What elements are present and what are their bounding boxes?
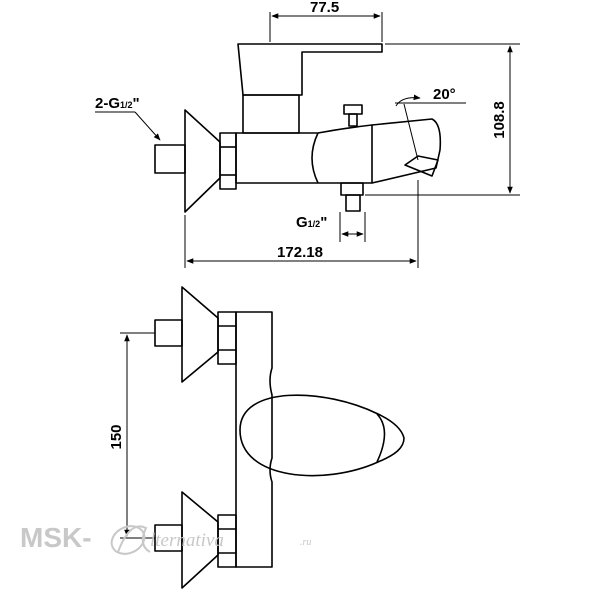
inlet-thread-label: 2-G1/2" (95, 95, 140, 112)
outlet-thread-label: G1/2" (296, 214, 327, 231)
lever-handle (237, 43, 383, 96)
watermark-domain: .ru (300, 537, 311, 548)
cartridge (242, 94, 300, 134)
dim-spout-angle: 20° (433, 86, 456, 103)
watermark-script: lternativa (150, 530, 224, 551)
front-dimensions (120, 332, 155, 539)
side-view (154, 43, 442, 213)
upper-hex-nut (217, 311, 237, 365)
inlet-stub (154, 144, 186, 174)
side-dimensions (95, 12, 520, 268)
front-body (235, 311, 273, 568)
side-dimension-labels: 77.5 108.8 172.18 20° 2-G1/2" G1/2" (95, 0, 508, 261)
watermark-logo: MSK- lternativa .ru (20, 522, 311, 555)
outlet-thread-suffix: " (320, 214, 327, 231)
dim-overall-length: 172.18 (277, 244, 323, 261)
dim-inlet-spacing: 150 (108, 424, 125, 449)
inlet-thread-prefix: 2-G (95, 95, 120, 112)
aerator (404, 155, 439, 177)
front-view (154, 286, 405, 589)
wall-flange (184, 109, 221, 213)
front-lever (239, 394, 405, 477)
diverter-knob (343, 104, 363, 115)
dim-height: 108.8 (491, 101, 508, 139)
spout (371, 118, 442, 184)
outlet-stub (340, 182, 364, 196)
outlet-thread-prefix: G (296, 214, 308, 231)
watermark-a-icon (110, 525, 151, 555)
inlet-thread-fraction: 1/2 (120, 100, 133, 110)
inlet-thread-suffix: " (133, 95, 140, 112)
upper-flange (181, 286, 219, 383)
watermark-brand: MSK- (20, 522, 92, 553)
dim-top-width: 77.5 (310, 0, 339, 16)
outlet-thread-fraction: 1/2 (308, 219, 321, 229)
hex-nut (219, 132, 237, 190)
upper-inlet-stub (154, 319, 183, 347)
